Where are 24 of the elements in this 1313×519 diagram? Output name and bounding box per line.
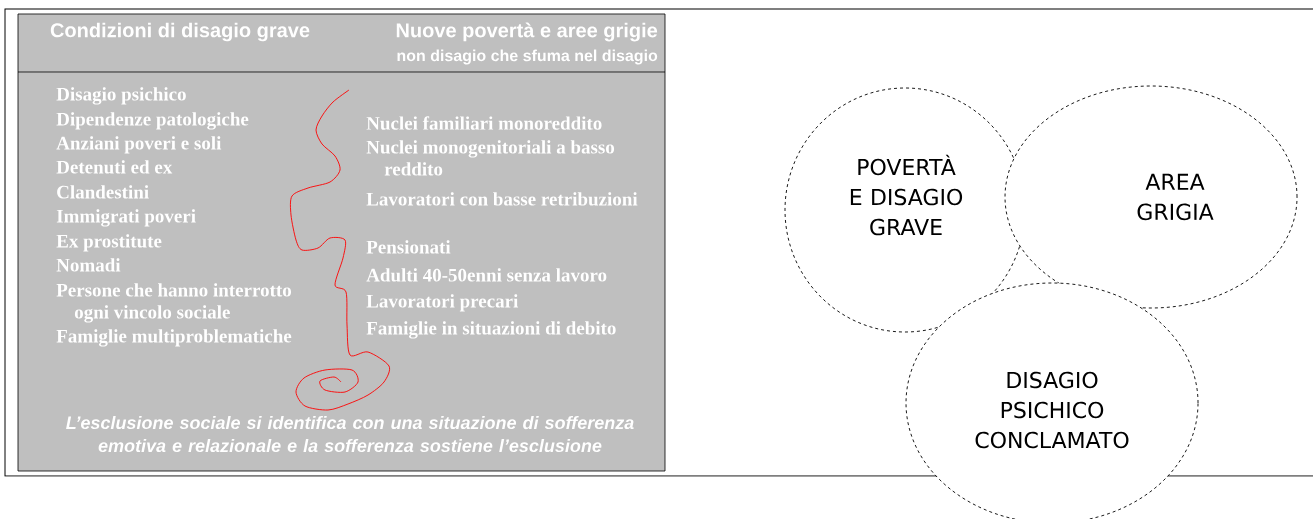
list-item: Nuclei monogenitoriali a basso reddito	[366, 140, 615, 176]
list-item: Nuclei familiari monoreddito	[366, 116, 602, 130]
circle-label: DISAGIO PSICHICO CONCLAMATO	[975, 371, 1129, 449]
column-subheading: non disagio che sfuma nel disagio	[397, 49, 658, 65]
list-item: Detenuti ed ex	[56, 160, 173, 174]
list-item: Dipendenze patologiche	[56, 112, 249, 130]
list-item: Pensionati	[366, 240, 451, 254]
list-item: Ex prostitute	[56, 234, 162, 252]
list-item: Adulti 40-50enni senza lavoro	[366, 268, 607, 282]
list-item: Famiglie multiproblematiche	[56, 329, 292, 347]
list-item: Anziani poveri e soli	[56, 136, 222, 154]
list-item: Clandestini	[57, 185, 149, 199]
list-item: Immigrati poveri	[56, 209, 196, 227]
column-heading: Nuove povertà e aree grigie	[396, 22, 658, 42]
list-item: Lavoratori precari	[366, 294, 519, 312]
list-item: Persone che hanno interrotto ogni vincolo sociale	[56, 283, 291, 323]
circle-label: AREA GRIGIA	[1137, 173, 1214, 221]
list-item: Lavoratori con basse retribuzioni	[366, 192, 638, 206]
list-item: Disagio psichico	[56, 87, 186, 105]
circle-label: POVERTÀ E DISAGIO GRAVE	[850, 154, 963, 236]
caption-text: L’esclusione sociale si identifica con una situazione di sofferenza emotiva e relazionale e la sofferenza sostiene l’esclusione	[66, 415, 634, 453]
list-item: Nomadi	[56, 258, 121, 272]
column-heading: Condizioni di disagio grave	[50, 22, 310, 42]
list-item: Famiglie in situazioni di debito	[366, 321, 616, 339]
